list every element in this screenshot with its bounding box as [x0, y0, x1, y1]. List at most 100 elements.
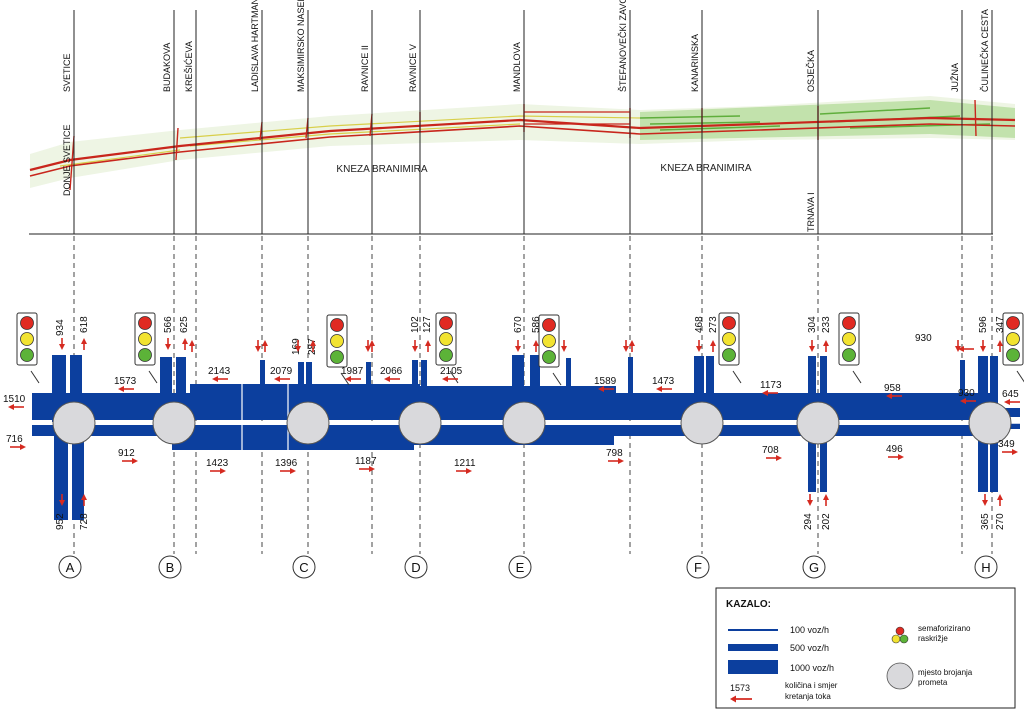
side-street-band — [820, 356, 827, 408]
side-flow-value: 934 — [55, 319, 66, 336]
side-flow-value: 127 — [422, 316, 433, 333]
traffic-light-icon — [838, 312, 862, 384]
side-street-band — [566, 358, 571, 394]
flow-arrow-icon — [958, 346, 974, 352]
side-flow-value: 347 — [995, 316, 1006, 333]
main-flow-value: 1987 — [341, 366, 364, 377]
traffic-lights — [16, 312, 1024, 386]
main-flow-value: 1396 — [275, 458, 298, 469]
main-flow-value: 1423 — [206, 458, 229, 469]
map-street-label: OSJEČKA — [806, 50, 816, 92]
side-flow-value: 102 — [410, 316, 421, 333]
node-letter: D — [411, 560, 420, 575]
flow-arrow-icon — [766, 455, 782, 461]
main-flow-value: 1211 — [454, 458, 476, 469]
node-letter: H — [981, 560, 990, 575]
main-flow-value: 349 — [998, 439, 1015, 450]
flow-arrow-icon — [809, 340, 815, 352]
main-flow-value: 798 — [606, 448, 623, 459]
main-flow-value: 912 — [118, 448, 135, 459]
map-street-label: LADISLAVA HARTMANA — [250, 0, 260, 92]
main-flow-value: 1589 — [594, 376, 617, 387]
main-flow-value: 958 — [884, 383, 901, 394]
legend-count-2: prometa — [918, 678, 948, 687]
side-flow-value: 468 — [694, 316, 705, 333]
map-main-road — [29, 116, 1016, 172]
flow-labels: 1510716157391221431423207913961987118720… — [3, 333, 1019, 469]
map-bottom-street-labels: DONJE SVETICE TRNAVA I — [62, 124, 816, 232]
map-bottom-street-label: TRNAVA I — [806, 192, 816, 232]
flow-arrow-icon — [310, 340, 316, 352]
flow-arrow-icon — [255, 340, 261, 352]
flow-arrow-icon — [456, 468, 472, 474]
main-flow-value: 2079 — [270, 366, 293, 377]
main-flow-value: 1173 — [760, 380, 782, 391]
side-flow-value: 294 — [803, 513, 814, 530]
counting-node — [398, 401, 442, 445]
side-flow-value: 273 — [708, 316, 719, 333]
node-letter-marker: B — [158, 555, 182, 579]
side-street-band — [978, 356, 988, 408]
map-vegetation-lines — [639, 107, 991, 131]
side-street-band — [960, 360, 965, 408]
map-street-label: ŠTEFANOVEČKI ZAVOJI — [618, 0, 628, 92]
map-bottom-street-label: DONJE SVETICE — [62, 124, 72, 196]
flow-arrow-icon — [710, 340, 716, 352]
counting-nodes — [52, 401, 1012, 445]
side-street-band — [72, 430, 84, 520]
main-flow-value: 2105 — [440, 366, 463, 377]
flow-arrow-icon — [59, 494, 65, 506]
node-letter: E — [516, 560, 525, 575]
legend-sample-value: 1573 — [730, 683, 750, 693]
flow-arrow-icon — [629, 340, 635, 352]
flow-arrow-icon — [295, 340, 301, 352]
map-street-label: KREŠIĆEVA — [184, 41, 194, 92]
traffic-light-icon — [718, 312, 742, 384]
flow-arrow-icon — [762, 390, 778, 396]
main-flow-value: 1510 — [3, 394, 26, 405]
side-flow-value: 670 — [513, 316, 524, 333]
main-flow-value: 496 — [886, 444, 903, 455]
map-street-lines — [73, 10, 993, 234]
side-street-band — [298, 362, 304, 397]
node-letter: F — [694, 560, 702, 575]
side-street-band — [808, 432, 816, 492]
flow-arrow-icon — [189, 340, 195, 352]
flow-arrow-icon — [369, 340, 375, 352]
flow-arrow-icon — [442, 376, 458, 382]
side-flow-value: 952 — [55, 513, 66, 530]
flow-arrow-icon — [515, 340, 521, 352]
flow-arrow-icon — [425, 340, 431, 352]
flow-arrow-icon — [823, 340, 829, 352]
node-letter-marker: G — [802, 555, 826, 579]
legend: KAZALO: 100 voz/h 500 voz/h 1000 voz/h 1… — [715, 587, 1016, 709]
main-flow-value: 930 — [915, 333, 932, 344]
flow-arrow-icon — [997, 340, 1003, 352]
flow-arrows — [8, 338, 1020, 506]
flow-arrow-icon — [888, 454, 904, 460]
traffic-light-icon — [326, 314, 350, 386]
main-flow-value: 1473 — [652, 376, 675, 387]
dashed-connector-lines — [73, 236, 993, 554]
map-street-label: KANARINSKA — [690, 34, 700, 92]
node-letter-marker: C — [292, 555, 316, 579]
traffic-light-icon — [16, 312, 40, 384]
flow-arrow-icon — [345, 376, 361, 382]
side-flow-value: 304 — [807, 316, 818, 333]
side-street-band — [306, 362, 312, 397]
legend-label-100: 100 voz/h — [790, 625, 829, 635]
node-letter-marker: H — [974, 555, 998, 579]
legend-label-1000: 1000 voz/h — [790, 663, 834, 673]
flow-arrow-icon — [81, 494, 87, 506]
legend-flow-desc-1: količina i smjer — [785, 681, 838, 690]
side-flow-value: 625 — [179, 316, 190, 333]
side-street-band — [820, 432, 827, 492]
flow-arrow-icon — [165, 338, 171, 350]
side-street-band — [176, 357, 186, 397]
flow-arrow-icon — [807, 494, 813, 506]
legend-counting-circle-icon — [886, 662, 914, 690]
map-street-label: MAKSIMIRSKO NASELJE II — [296, 0, 306, 92]
side-street-band — [706, 356, 714, 396]
